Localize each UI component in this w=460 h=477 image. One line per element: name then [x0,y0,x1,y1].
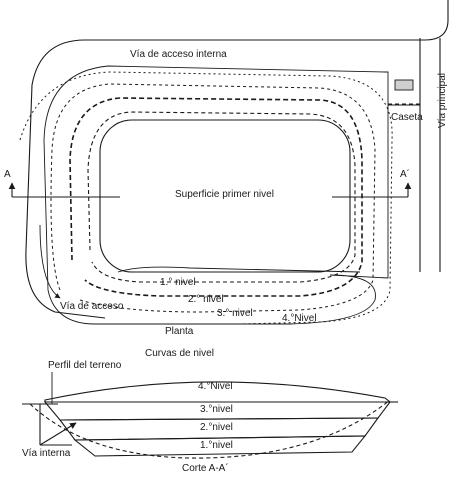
first-level-surface [99,119,351,273]
section-view: Perfil del terreno 4.°Nivel 3.°nivel 2.°… [22,360,398,474]
contour-level-3 [50,83,376,313]
contour-level-4 [19,71,393,325]
section-mark-right: A´ [400,168,410,180]
contour-level-1 [87,111,356,283]
contour-caption: Curvas de nivel [145,348,214,359]
level-label-3: 3.° nivel [217,308,253,319]
plan-caption: Planta [165,326,194,337]
terrain-profile [29,399,391,459]
internal-road-arrow [39,422,77,446]
booth-icon [394,79,414,91]
site-boundary [43,65,389,325]
level-label-2: 2.° nivel [188,294,224,305]
layer-4 [44,381,392,403]
surface-label: Superficie primer nivel [175,189,274,200]
internal-access-road [25,0,449,319]
section-mark-left: A [4,169,11,180]
section-level-1: 1.°nivel [200,440,233,451]
access-road-path [39,224,61,299]
plan-view: Vía de acceso interna Vía principal Case… [4,0,449,359]
section-level-4: 4.°Nivel [198,381,233,392]
contour-level-2 [69,97,363,297]
main-road-label: Vía principal [437,73,448,128]
level-label-1: 1.° nivel [160,277,196,288]
access-road-top [117,266,361,273]
access-road-label: Vía de acceso [60,301,124,312]
level-label-4: 4.°Nivel [282,313,317,324]
section-level-3: 3.°nivel [200,404,233,415]
booth-label: Caseta [391,112,423,123]
layer-1 [73,435,367,457]
section-internal-road-label: Vía interna [22,448,71,459]
section-caption: Corte A-A´ [182,462,229,474]
terrain-profile-label: Perfil del terreno [48,360,122,371]
section-level-2: 2.°nivel [200,422,233,433]
internal-road-label: Vía de acceso interna [130,49,227,60]
